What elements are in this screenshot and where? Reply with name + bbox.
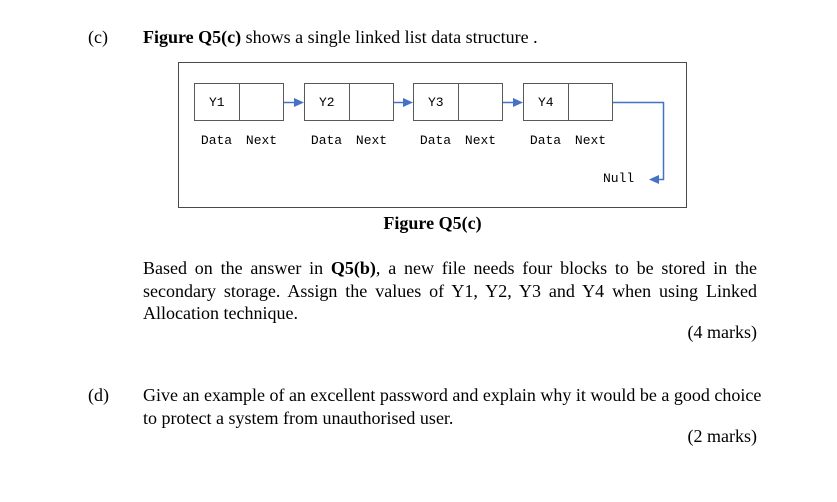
node-3-value: Y3 <box>427 94 444 110</box>
node-1-data-cell: Y1 <box>195 84 240 120</box>
node-2-data-label: Data <box>310 133 343 148</box>
list-node-2: Y2 <box>304 83 394 121</box>
figure-frame: Y1 Data Next Y2 Data Next Y3 Data Next Y… <box>178 62 687 208</box>
node-4-data-cell: Y4 <box>524 84 569 120</box>
node-1-field-labels: Data Next <box>194 133 284 148</box>
section-c-body: Based on the answer in Q5(b), a new file… <box>143 257 757 325</box>
node-3-next-cell <box>459 84 503 120</box>
node-3-data-label: Data <box>419 133 452 148</box>
node-4-data-label: Data <box>529 133 562 148</box>
node-2-next-label: Next <box>355 133 388 148</box>
node-4-next-label: Next <box>574 133 607 148</box>
section-c-intro: Figure Q5(c) shows a single linked list … <box>143 26 538 49</box>
section-c-marks: (4 marks) <box>687 322 757 342</box>
node-1-value: Y1 <box>208 94 225 110</box>
node-4-field-labels: Data Next <box>523 133 613 148</box>
list-node-3: Y3 <box>413 83 503 121</box>
node-1-next-label: Next <box>245 133 278 148</box>
node-4-next-cell <box>569 84 613 120</box>
node-2-next-cell <box>350 84 394 120</box>
node-1-data-label: Data <box>200 133 233 148</box>
node-2-data-cell: Y2 <box>305 84 350 120</box>
section-c-body-line-1: Based on the answer in Q5(b), a new file… <box>143 257 757 280</box>
body-line1-post: , a new file needs four blocks to be sto… <box>375 258 757 278</box>
figure-caption: Figure Q5(c) <box>383 213 482 233</box>
node-2-field-labels: Data Next <box>304 133 394 148</box>
node-3-data-cell: Y3 <box>414 84 459 120</box>
list-node-4: Y4 <box>523 83 613 121</box>
section-d-body-line-1: Give an example of an excellent password… <box>143 385 762 405</box>
q5b-reference-bold: Q5(b) <box>330 258 376 278</box>
section-d-label: (d) <box>88 385 109 405</box>
node-3-next-label: Next <box>464 133 497 148</box>
list-node-1: Y1 <box>194 83 284 121</box>
node-2-value: Y2 <box>318 94 335 110</box>
node-4-value: Y4 <box>537 94 554 110</box>
node-1-next-cell <box>240 84 284 120</box>
node-3-field-labels: Data Next <box>413 133 503 148</box>
body-line1-pre: Based on the answer in <box>143 258 331 278</box>
section-c-body-line-2: secondary storage. Assign the values of … <box>143 280 757 301</box>
figure-reference-bold: Figure Q5(c) <box>143 27 242 47</box>
section-c-label: (c) <box>88 27 108 47</box>
section-c-intro-rest: shows a single linked list data structur… <box>241 27 538 47</box>
section-c-body-line-3: Allocation technique. <box>143 303 298 323</box>
section-d-body: Give an example of an excellent password… <box>143 384 762 429</box>
section-d-marks: (2 marks) <box>687 426 757 446</box>
section-d-body-line-2: to protect a system from unauthorised us… <box>143 407 454 428</box>
null-label: Null <box>603 171 635 186</box>
